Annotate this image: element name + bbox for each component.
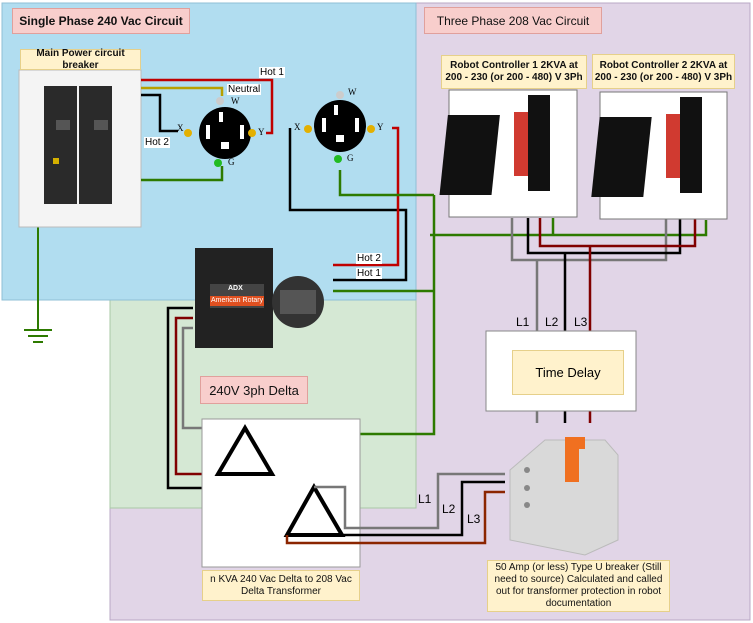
terminal-w-2: W bbox=[348, 87, 357, 97]
hot1-converter-label: Hot 1 bbox=[356, 268, 382, 279]
converter-maker: American Rotary bbox=[211, 297, 264, 304]
main-breaker-label: Main Power circuit breaker bbox=[20, 48, 141, 71]
primary-delta-icon bbox=[214, 424, 276, 476]
terminal-x-1: X bbox=[177, 123, 184, 133]
hot1-label: Hot 1 bbox=[259, 67, 285, 78]
secondary-delta-icon bbox=[283, 482, 346, 537]
time-delay-label: Time Delay bbox=[512, 350, 624, 395]
receptacle-2 bbox=[304, 91, 375, 163]
terminal-x-2: X bbox=[294, 122, 301, 132]
controller-wires bbox=[510, 218, 697, 423]
connector-1-icon bbox=[439, 95, 550, 195]
terminal-w-1: W bbox=[231, 96, 240, 106]
l1-label: L1 bbox=[516, 315, 530, 329]
hot2-label: Hot 2 bbox=[144, 137, 170, 148]
secondary-wires bbox=[285, 472, 505, 545]
receptacle-1 bbox=[184, 97, 256, 167]
l3-secondary-label: L3 bbox=[467, 512, 481, 526]
l1-secondary-label: L1 bbox=[418, 492, 432, 506]
type-u-breaker-label: 50 Amp (or less) Type U breaker (Still n… bbox=[487, 560, 670, 612]
transformer-box bbox=[201, 418, 361, 568]
l2-label: L2 bbox=[545, 315, 559, 329]
single-phase-title: Single Phase 240 Vac Circuit bbox=[12, 8, 190, 34]
hot2-converter-label: Hot 2 bbox=[356, 253, 382, 264]
robot-controller-1-label: Robot Controller 1 2KVA at 200 - 230 (or… bbox=[441, 55, 587, 89]
terminal-y-1: Y bbox=[258, 127, 265, 137]
l2-secondary-label: L2 bbox=[442, 502, 456, 516]
robot-controller-2-label: Robot Controller 2 2KVA at 200 - 230 (or… bbox=[592, 54, 735, 89]
rotary-phase-converter-image bbox=[195, 248, 324, 348]
three-pole-breaker-image bbox=[509, 437, 619, 556]
delta-title: 240V 3ph Delta bbox=[200, 376, 308, 404]
double-pole-breaker-icon bbox=[44, 86, 112, 204]
neutral-label: Neutral bbox=[227, 84, 262, 95]
terminal-g-1: G bbox=[228, 157, 235, 167]
l3-label: L3 bbox=[574, 315, 588, 329]
three-phase-title: Three Phase 208 Vac Circuit bbox=[424, 7, 602, 34]
terminal-g-2: G bbox=[347, 153, 354, 163]
ground-symbol bbox=[24, 227, 52, 343]
transformer-label: n KVA 240 Vac Delta to 208 Vac Delta Tra… bbox=[202, 570, 360, 601]
connector-2-icon bbox=[591, 97, 702, 197]
terminal-y-2: Y bbox=[377, 122, 384, 132]
converter-brand: ADX bbox=[228, 285, 243, 292]
single-phase-wires bbox=[141, 78, 708, 436]
